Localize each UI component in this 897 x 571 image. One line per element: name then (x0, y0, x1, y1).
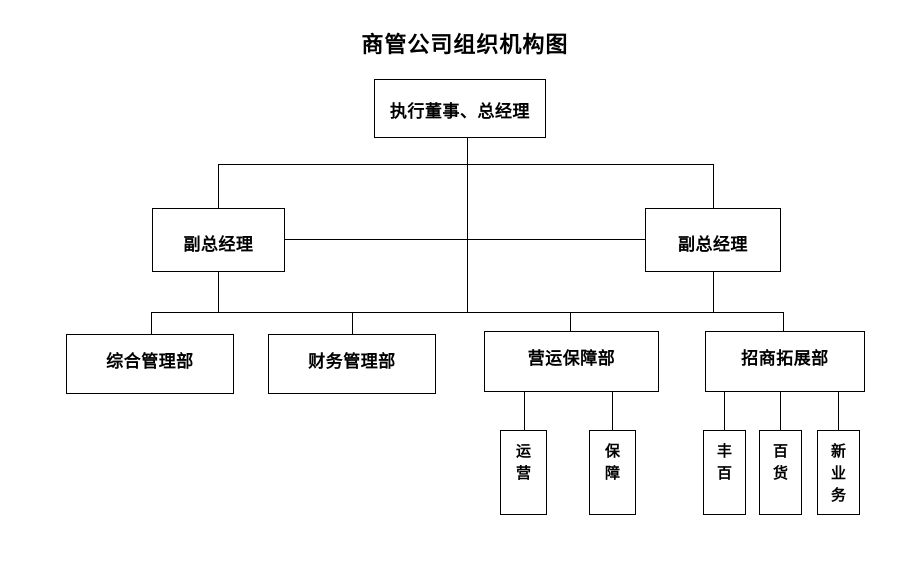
connector-drop-deputy-right (713, 164, 715, 208)
node-department-store-char-1: 货 (772, 463, 788, 482)
node-executive-director-label: 执行董事、总经理 (390, 102, 530, 122)
node-deputy-gm-right-label: 副总经理 (678, 235, 748, 255)
node-deputy-gm-right[interactable]: 副总经理 (645, 208, 781, 272)
connector-drop-department-store (780, 392, 782, 430)
node-executive-director[interactable]: 执行董事、总经理 (374, 79, 546, 138)
connector-drop-deputy-left-down (218, 272, 220, 313)
node-investment-dept[interactable]: 招商拓展部 (705, 331, 865, 392)
connector-link-deputies (285, 239, 645, 241)
page-title: 商管公司组织机构图 (361, 32, 569, 58)
node-finance-dept[interactable]: 财务管理部 (268, 334, 436, 394)
node-new-business-team-char-0: 新 (830, 442, 846, 460)
node-fengbai-team-char-0: 丰 (716, 442, 732, 460)
connector-drop-general-admin (151, 312, 153, 335)
node-department-store[interactable]: 百 货 (759, 430, 802, 515)
node-fengbai-team[interactable]: 丰 百 (703, 430, 746, 515)
connector-drop-investment (783, 312, 785, 335)
connector-trunk-main (467, 138, 469, 313)
node-department-store-label: 百 货 (760, 431, 801, 485)
connector-drop-support-team (612, 392, 614, 430)
node-operation-team[interactable]: 运 营 (500, 430, 547, 515)
node-support-team-char-1: 障 (604, 463, 620, 482)
node-finance-dept-label: 财务管理部 (308, 352, 396, 372)
connector-drop-operation-team (524, 392, 526, 430)
node-fengbai-team-label: 丰 百 (704, 431, 745, 485)
node-fengbai-team-char-1: 百 (716, 463, 732, 482)
node-new-business-team-char-1: 业 (830, 463, 846, 482)
node-department-store-char-0: 百 (772, 442, 788, 460)
node-operation-team-char-1: 营 (515, 463, 531, 482)
node-general-admin-dept[interactable]: 综合管理部 (66, 334, 234, 394)
node-deputy-gm-left[interactable]: 副总经理 (152, 208, 285, 272)
node-support-team[interactable]: 保 障 (589, 430, 636, 515)
node-operations-dept-label: 营运保障部 (527, 349, 616, 369)
node-new-business-team-char-2: 务 (830, 485, 846, 504)
node-new-business-team-label: 新 业 务 (818, 431, 859, 506)
connector-drop-finance (352, 312, 354, 335)
node-new-business-team[interactable]: 新 业 务 (817, 430, 860, 515)
node-support-team-label: 保 障 (590, 431, 635, 485)
node-support-team-char-0: 保 (604, 442, 620, 460)
node-investment-dept-label: 招商拓展部 (741, 349, 829, 369)
connector-bus-level2 (151, 312, 784, 314)
node-operation-team-char-0: 运 (515, 442, 531, 460)
connector-drop-operations (570, 312, 572, 335)
connector-drop-deputy-left (218, 164, 220, 208)
connector-drop-deputy-right-down (713, 272, 715, 313)
connector-drop-new-business (838, 392, 840, 438)
connector-drop-fengbai-team (724, 392, 726, 430)
node-general-admin-dept-label: 综合管理部 (106, 352, 194, 372)
node-deputy-gm-left-label: 副总经理 (183, 235, 254, 255)
node-operations-dept[interactable]: 营运保障部 (484, 331, 659, 392)
node-operation-team-label: 运 营 (501, 431, 546, 485)
connector-bus-level1 (218, 164, 714, 166)
